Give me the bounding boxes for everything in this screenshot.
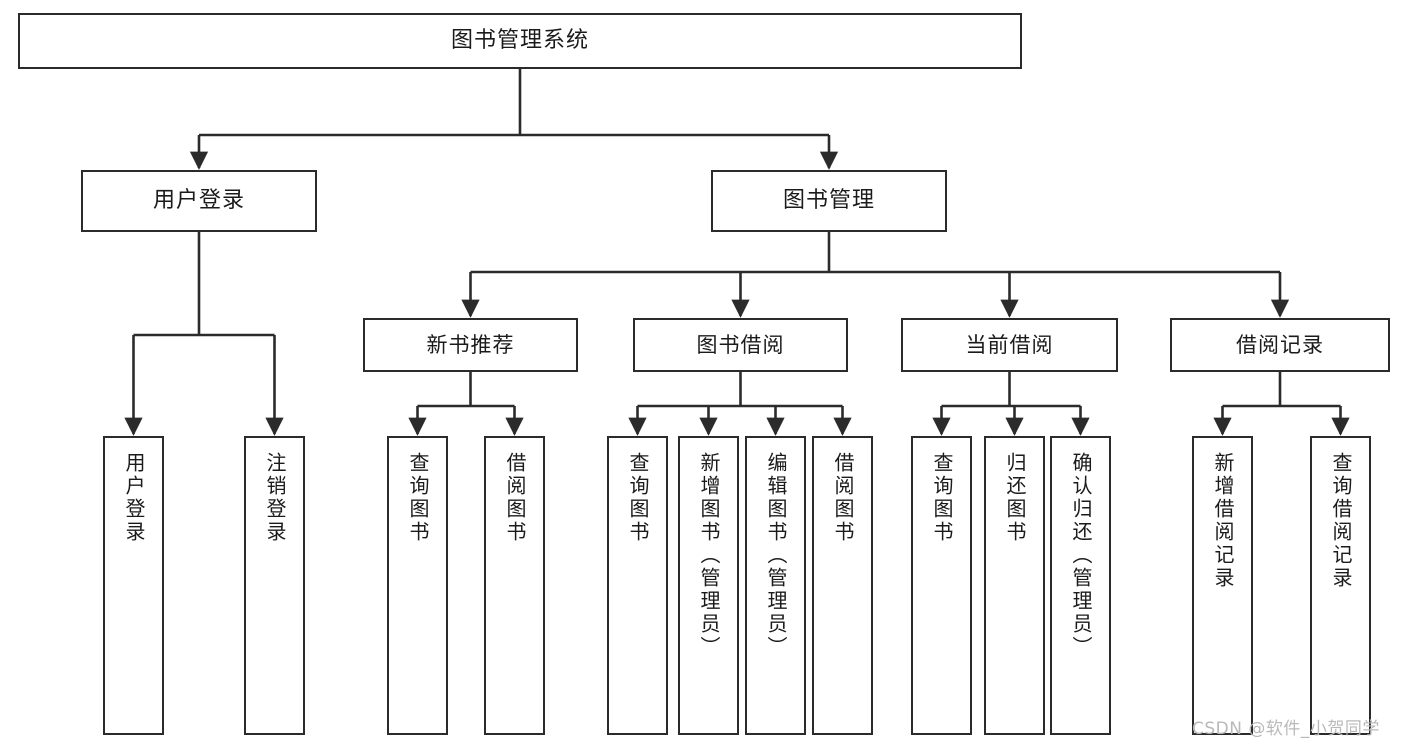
node-label: 查询图书 [626,452,650,544]
node-borrow-record[interactable]: 借阅记录 [1170,318,1390,372]
node-label: 新书推荐 [426,332,515,357]
node-leaf-edit-book[interactable]: 编辑图书（管理员） [745,436,806,735]
node-leaf-confirm-return[interactable]: 确认归还（管理员） [1050,436,1111,735]
node-label: 新增图书（管理员） [697,452,721,659]
node-book-manage[interactable]: 图书管理 [711,170,947,232]
node-leaf-query-book-3[interactable]: 查询图书 [911,436,972,735]
node-leaf-logout[interactable]: 注销登录 [244,436,305,735]
node-label: 查询图书 [406,452,430,544]
watermark-text: CSDN @软件_小贺同学 [1192,719,1380,739]
node-book-borrow[interactable]: 图书借阅 [633,318,848,372]
node-label: 新增借阅记录 [1211,452,1235,590]
node-label: 当前借阅 [965,332,1054,357]
node-current-borrow[interactable]: 当前借阅 [901,318,1118,372]
node-label: 图书管理系统 [450,28,589,54]
node-leaf-query-book-2[interactable]: 查询图书 [607,436,668,735]
node-label: 图书管理 [782,188,875,214]
node-label: 借阅图书 [831,452,855,544]
node-label: 归还图书 [1003,452,1027,544]
node-label: 图书借阅 [696,332,785,357]
node-leaf-return-book[interactable]: 归还图书 [984,436,1045,735]
node-leaf-add-book[interactable]: 新增图书（管理员） [678,436,739,735]
connector-lines [124,69,1350,436]
node-label: 用户登录 [152,188,245,214]
node-label: 借阅图书 [503,452,527,544]
node-label: 查询图书 [930,452,954,544]
node-leaf-query-record[interactable]: 查询借阅记录 [1310,436,1371,735]
node-leaf-borrow-book-2[interactable]: 借阅图书 [812,436,873,735]
node-label: 借阅记录 [1236,332,1324,357]
node-leaf-borrow-book-1[interactable]: 借阅图书 [484,436,545,735]
node-root[interactable]: 图书管理系统 [18,13,1022,69]
node-label: 确认归还（管理员） [1069,452,1093,659]
node-new-book-rec[interactable]: 新书推荐 [363,318,578,372]
node-user-login[interactable]: 用户登录 [81,170,317,232]
node-label: 注销登录 [263,452,287,544]
node-leaf-add-record[interactable]: 新增借阅记录 [1192,436,1253,735]
node-label: 查询借阅记录 [1329,452,1353,590]
node-leaf-query-book-1[interactable]: 查询图书 [387,436,448,735]
node-label: 用户登录 [122,452,146,544]
node-label: 编辑图书（管理员） [764,452,788,659]
node-leaf-user-login[interactable]: 用户登录 [103,436,164,735]
